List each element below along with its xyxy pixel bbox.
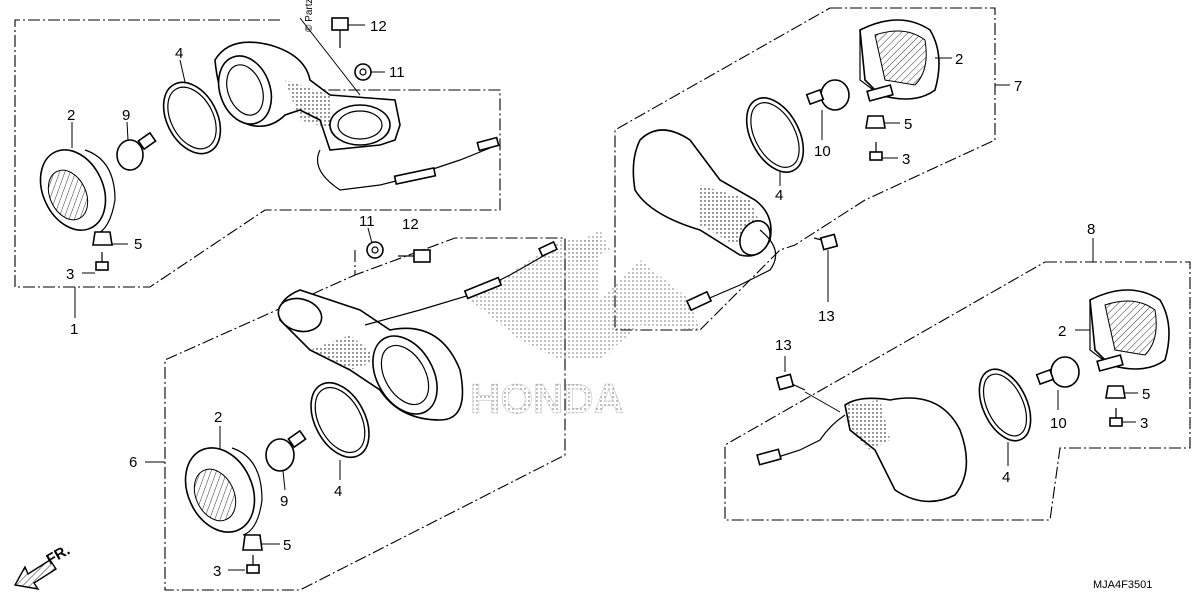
assembly-6-rear-left-winker <box>145 227 566 591</box>
callout-2: 2 <box>955 51 963 68</box>
callout-3: 3 <box>1140 415 1148 432</box>
mounting-nut <box>354 63 385 81</box>
screw <box>1109 408 1123 427</box>
callout-11: 11 <box>359 213 375 230</box>
callout-3: 3 <box>902 151 910 168</box>
screw <box>246 555 260 574</box>
screw <box>95 252 109 271</box>
copyright-watermark: © Partzilla.com <box>304 0 315 32</box>
winker-bulb <box>805 79 850 140</box>
callout-13: 13 <box>818 308 835 325</box>
callout-9: 9 <box>280 493 288 510</box>
callout-3: 3 <box>66 266 74 283</box>
mounting-bolt <box>813 233 839 302</box>
callout-2: 2 <box>1058 323 1066 340</box>
front-direction-arrow: FR. <box>13 542 73 590</box>
callout-2: 2 <box>67 107 75 124</box>
callout-10: 10 <box>814 143 831 160</box>
winker-housing <box>632 129 777 312</box>
assembly-1-front-left-winker <box>14 17 501 318</box>
callout-13: 13 <box>775 337 792 354</box>
winker-lens <box>1075 289 1170 372</box>
mounting-bolt <box>775 356 841 413</box>
winker-lens-ring <box>745 97 805 173</box>
screw <box>869 142 883 161</box>
callout-5: 5 <box>134 236 142 253</box>
callout-2: 2 <box>214 409 222 426</box>
winker-lens-ring <box>162 81 222 155</box>
callout-10: 10 <box>1050 415 1067 432</box>
callout-12: 12 <box>402 216 419 233</box>
winker-lens-ring <box>310 381 370 459</box>
callout-5: 5 <box>283 537 291 554</box>
callout-labels: 1 2 3 4 5 9 11 12 6 2 3 4 5 9 11 12 7 2 … <box>66 18 1150 580</box>
callout-8: 8 <box>1087 221 1095 238</box>
callout-7: 7 <box>1014 78 1022 95</box>
callout-4: 4 <box>334 483 342 500</box>
winker-housing <box>277 240 559 421</box>
winker-housing <box>214 41 500 191</box>
spring-nut <box>1105 385 1126 399</box>
callout-6: 6 <box>129 454 137 471</box>
winker-lens-ring <box>978 368 1032 442</box>
winker-housing <box>756 397 968 503</box>
callout-4: 4 <box>175 45 183 62</box>
winker-bulb <box>265 429 307 491</box>
honda-logo-text: HONDA <box>470 375 624 422</box>
spring-nut <box>242 534 263 551</box>
spring-nut <box>865 115 886 129</box>
winker-bulb <box>1035 356 1080 410</box>
mounting-nut <box>366 241 384 259</box>
callout-1: 1 <box>70 321 78 338</box>
winker-lens <box>39 122 116 236</box>
winker-lens <box>184 426 263 536</box>
winker-bulb <box>116 121 157 171</box>
mounting-bolt <box>331 17 365 48</box>
callout-4: 4 <box>775 187 783 204</box>
honda-logo-watermark: HONDA <box>470 230 700 422</box>
assembly-7-front-right-winker <box>614 7 1010 331</box>
callout-9: 9 <box>122 107 130 124</box>
callout-5: 5 <box>1142 386 1150 403</box>
callout-4: 4 <box>1002 469 1010 486</box>
callout-12: 12 <box>370 18 387 35</box>
winker-lens <box>859 19 952 102</box>
mounting-bolt <box>398 249 431 263</box>
callout-3: 3 <box>213 563 221 580</box>
diagram-code: MJA4F3501 <box>1093 579 1152 591</box>
callout-11: 11 <box>389 64 405 81</box>
callout-5: 5 <box>904 116 912 133</box>
spring-nut <box>92 231 113 246</box>
assembly-8-rear-right-winker <box>724 238 1191 521</box>
